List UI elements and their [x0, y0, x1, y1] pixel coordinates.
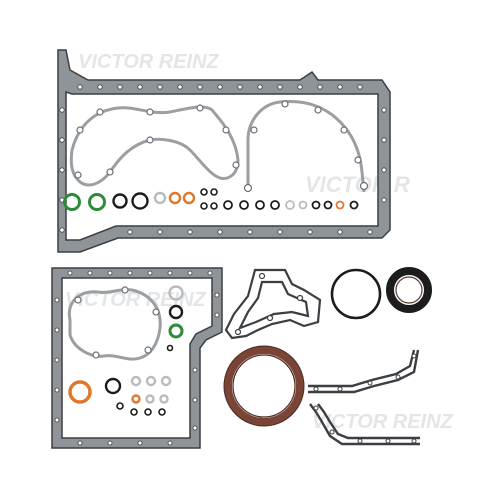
orange-oring [168, 191, 182, 205]
black-oring [130, 408, 138, 416]
small-shaft-seal [386, 267, 432, 313]
black-oring [166, 344, 174, 352]
oil-filter-housing-gasket [224, 268, 322, 340]
timing-strip-gasket-lower [309, 403, 420, 446]
timing-case-gasket [246, 100, 366, 193]
black-oring [158, 408, 166, 416]
front-cover-gasket [69, 105, 240, 187]
timing-strip-upper-holes [313, 353, 417, 392]
black-oring [239, 200, 249, 210]
upper-pan-bolt-holes [59, 84, 387, 235]
grey-oring [145, 375, 157, 387]
black-oring [112, 193, 128, 209]
grey-oring [153, 191, 167, 205]
orange-oring [335, 200, 345, 210]
green-oring [88, 193, 106, 211]
upper-oil-pan-gasket [57, 49, 391, 253]
watermark-middle-left: VICTOR REINZ [65, 289, 207, 311]
black-oring [200, 188, 208, 196]
black-oring [200, 202, 208, 210]
black-oring [223, 200, 233, 210]
black-oring [311, 200, 321, 210]
black-oring [210, 188, 218, 196]
grey-oring [285, 200, 295, 210]
lower-oring-cluster [68, 375, 172, 416]
front-cover-gasket-holes [74, 104, 240, 179]
green-oring [168, 323, 184, 339]
watermark-top: VICTOR REINZ [78, 51, 220, 73]
watermark-bottom-right: VICTOR REINZ [312, 411, 454, 433]
lower-oil-pan-gasket [51, 267, 223, 449]
watermark-group: VICTOR REINZ VICTOR REINZ VICTOR R VICTO… [65, 51, 454, 433]
watermark-right-partial: VICTOR R [305, 172, 410, 197]
black-oring [323, 200, 333, 210]
water-pump-gasket [67, 286, 162, 361]
large-black-oring [330, 268, 382, 320]
timing-strip-lower-holes [313, 405, 417, 444]
green-oring [63, 193, 81, 211]
black-oring [168, 304, 184, 320]
lower-pan-bolt-holes [54, 270, 220, 446]
grey-oring [145, 394, 155, 404]
grey-oring [168, 285, 184, 301]
orange-oring [68, 380, 92, 404]
upper-oring-row [63, 188, 359, 211]
timing-case-gasket-holes [243, 100, 369, 193]
grey-oring [159, 394, 169, 404]
grey-oring [160, 375, 172, 387]
orange-oring [182, 191, 196, 205]
black-oring [104, 377, 122, 395]
black-oring [116, 402, 124, 410]
black-oring [255, 200, 265, 210]
black-oring [270, 200, 280, 210]
black-oring [349, 200, 359, 210]
orange-oring [131, 394, 141, 404]
black-oring [144, 408, 152, 416]
timing-strip-gasket-upper [308, 349, 420, 394]
grey-oring [130, 375, 142, 387]
black-oring [131, 192, 149, 210]
pump-side-orings [166, 285, 184, 352]
grey-oring [298, 200, 308, 210]
oil-filter-housing-holes [234, 272, 304, 336]
black-oring [210, 202, 218, 210]
crankshaft-rear-seal [223, 345, 305, 427]
